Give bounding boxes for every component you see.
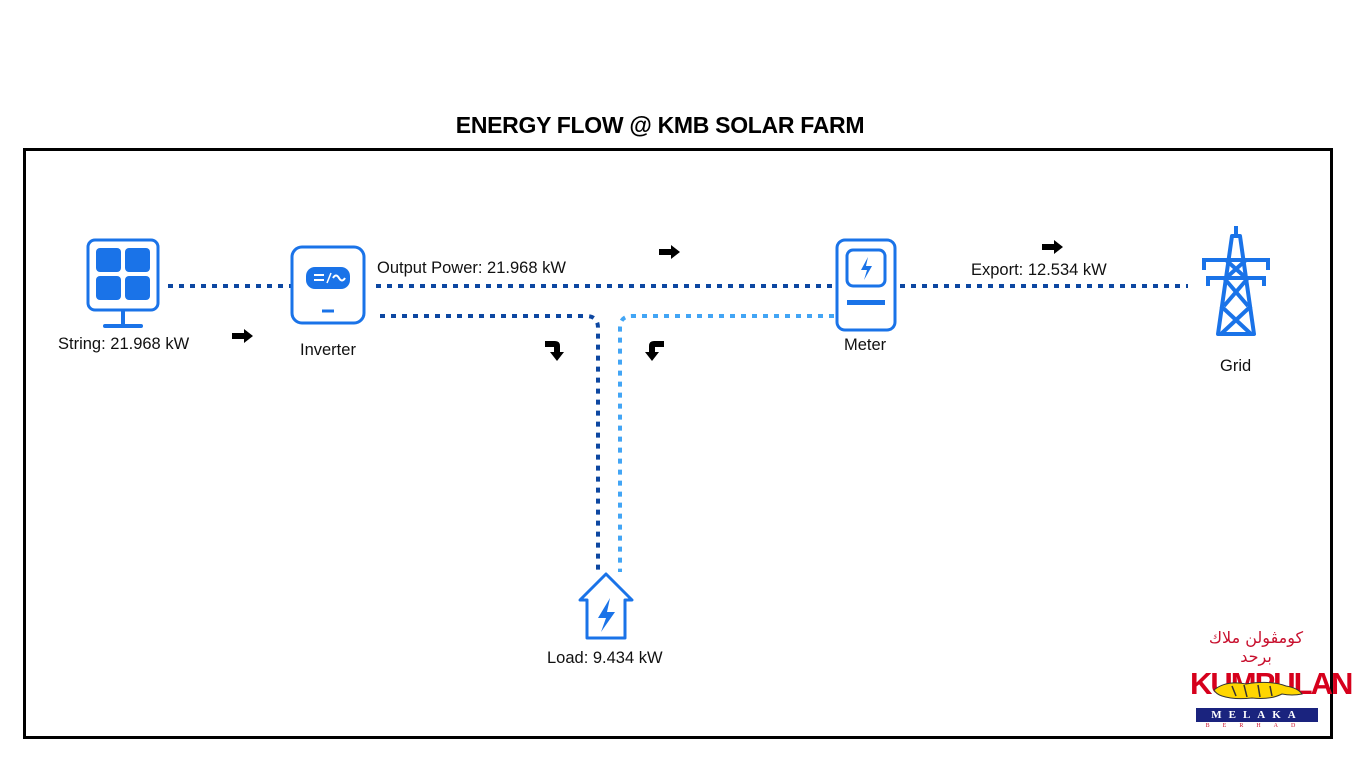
logo-arabic-text: كومڤولن ملاك برحد [1208,628,1304,666]
load-power-label: Load: 9.434 kW [547,649,663,667]
flow-line-meter-load [618,314,834,572]
flow-line-inverter-load [380,314,600,572]
logo-sub2-text: BERHAD [1205,723,1309,729]
tiger-icon [1213,681,1303,700]
house-lightning-icon [578,572,634,640]
grid-label: Grid [1220,357,1252,375]
arrow-right-icon [659,245,680,259]
arrow-right-icon [1042,240,1063,254]
page-title: ENERGY FLOW @ KMB SOLAR FARM [455,112,865,138]
string-power-label: String: 21.968 kW [58,335,190,353]
flow-lines [168,284,1188,572]
inverter-label: Inverter [300,341,356,359]
output-power-label: Output Power: 21.968 kW [377,259,566,277]
meter-label: Meter [844,336,887,354]
flow-arrows [232,240,1063,361]
logo-sub-text: MELAKA [1196,708,1318,722]
transmission-tower-icon [1202,226,1270,336]
arrow-turn-down-icon [545,341,564,361]
arrow-right-icon [232,329,253,343]
meter-icon [835,238,897,332]
company-logo: كومڤولن ملاك برحد KUMPULAN MELAKA BERHAD [1190,628,1353,734]
diagram-frame [23,148,1333,739]
export-power-label: Export: 12.534 kW [971,261,1107,279]
arrow-turn-down-icon [645,341,664,361]
solar-panel-icon [86,238,160,328]
inverter-icon [290,245,366,325]
